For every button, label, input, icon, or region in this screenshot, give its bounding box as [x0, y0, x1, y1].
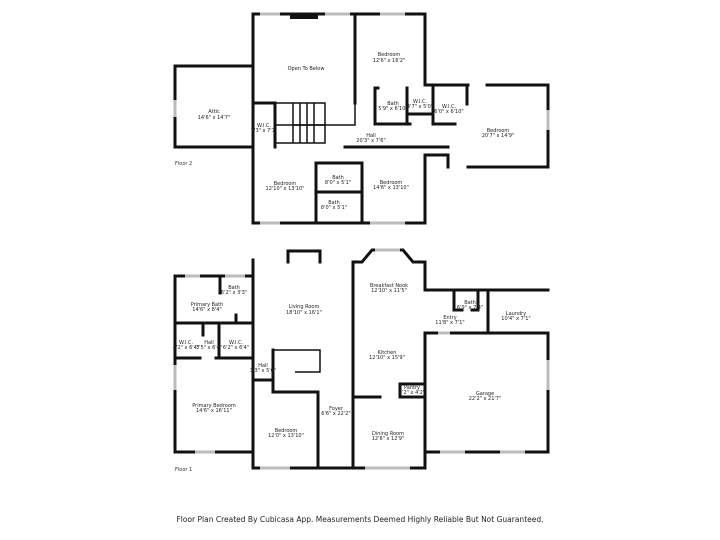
room-bedroom-name: Bedroom [274, 181, 297, 187]
room-primary-bath-dims: 14'6" x 8'4" [192, 307, 221, 313]
room-breakfast-nook-dims: 12'10" x 11'5" [371, 288, 407, 294]
room-bath-name: Bath [328, 200, 340, 206]
room-dining-dims: 12'6" x 12'9" [372, 436, 405, 442]
floor2-label: Floor 2 [175, 161, 192, 167]
room-wic-dims: 7'3" x 7'7" [251, 128, 277, 134]
room-bath-name: Bath [387, 101, 399, 107]
room-hall-name: Hall [366, 133, 376, 139]
room-foyer-dims: 6'6" x 22'2" [321, 411, 350, 417]
room-open-to-below: Open To Below [288, 66, 325, 72]
floor1-labels: Floor 1 Living Room 18'10" x 16'1" Bath … [173, 283, 531, 473]
floor2-labels: Floor 2 Open To Below Bedroom 12'6" x 16… [175, 52, 514, 211]
room-bath-name: Bath [464, 300, 476, 306]
floor1-walls [173, 248, 550, 470]
room-living-dims: 18'10" x 16'1" [286, 310, 322, 316]
room-bath-dims: 6'9" x 7'3" [457, 305, 483, 311]
room-hall-dims: 3'3" x 5'6" [250, 368, 276, 374]
room-hall-name: Hall [204, 340, 214, 346]
room-garage-name: Garage [476, 391, 494, 397]
room-bath-dims: 8'0" x 5'1" [321, 205, 347, 211]
room-wic-dims: 4'7" x 5'0" [407, 104, 433, 110]
room-wic-name: W.I.C. [179, 340, 194, 346]
floor2-walls [173, 12, 550, 225]
room-primary-bedroom-name: Primary Bedroom [192, 403, 236, 409]
room-pantry-name: Pantry [404, 385, 420, 391]
room-dining-name: Dining Room [372, 431, 404, 437]
room-primary-bedroom-dims: 14'6" x 16'11" [196, 408, 232, 414]
room-kitchen-dims: 12'10" x 15'9" [369, 355, 405, 361]
room-wic-name: W.I.C. [229, 340, 244, 346]
room-bedroom-name: Bedroom [275, 428, 298, 434]
room-bath-dims: 8'0" x 5'1" [325, 180, 351, 186]
room-entry-name: Entry [443, 315, 456, 321]
room-primary-bath-name: Primary Bath [191, 302, 224, 308]
room-bedroom-dims: 12'0" x 13'10" [268, 433, 304, 439]
room-wic-name: W.I.C. [442, 104, 457, 110]
room-breakfast-nook-name: Breakfast Nook [370, 283, 408, 289]
room-wic-dims: 6'0" x 6'10" [434, 109, 463, 115]
room-hall-dims: 3'5" x 6'4" [196, 345, 222, 351]
room-kitchen-name: Kitchen [378, 350, 397, 356]
room-laundry-dims: 10'4" x 7'1" [501, 316, 530, 322]
room-bath-name: Bath [228, 285, 240, 291]
room-hall-dims: 20'3" x 7'6" [356, 138, 385, 144]
room-garage-dims: 22'2" x 21'7" [469, 396, 502, 402]
disclaimer-footer: Floor Plan Created By Cubicasa App. Meas… [176, 515, 544, 524]
room-attic-name: Attic [208, 109, 220, 115]
room-wic-name: W.I.C. [413, 99, 428, 105]
room-hall-name: Hall [258, 363, 268, 369]
room-foyer-name: Foyer [329, 406, 344, 412]
room-attic-dims: 14'6" x 14'7" [198, 115, 231, 121]
room-bedroom-dims: 20'7" x 14'9" [482, 133, 515, 139]
room-bedroom-dims: 12'10" x 13'10" [266, 186, 305, 192]
room-bedroom-name: Bedroom [487, 128, 510, 134]
room-pantry-dims: 4'2" x 4'2" [399, 390, 425, 396]
room-wic-dims: 4'2" x 6'4" [173, 345, 199, 351]
floor1-label: Floor 1 [175, 467, 192, 473]
room-bath-name: Bath [332, 175, 344, 181]
room-bedroom-name: Bedroom [378, 52, 401, 58]
room-bath-dims: 5'9" x 6'10" [378, 106, 407, 112]
room-bedroom-dims: 14'6" x 13'10" [373, 185, 409, 191]
room-bedroom-dims: 12'6" x 16'2" [373, 58, 406, 64]
room-laundry-name: Laundry [506, 311, 526, 317]
room-wic-name: W.I.C. [257, 123, 272, 129]
room-bedroom-name: Bedroom [380, 180, 403, 186]
room-living-name: Living Room [289, 304, 320, 310]
room-entry-dims: 11'8" x 7'1" [435, 320, 464, 326]
room-bath-dims: 6'2" x 3'3" [221, 290, 247, 296]
room-wic-dims: 6'2" x 6'4" [223, 345, 249, 351]
